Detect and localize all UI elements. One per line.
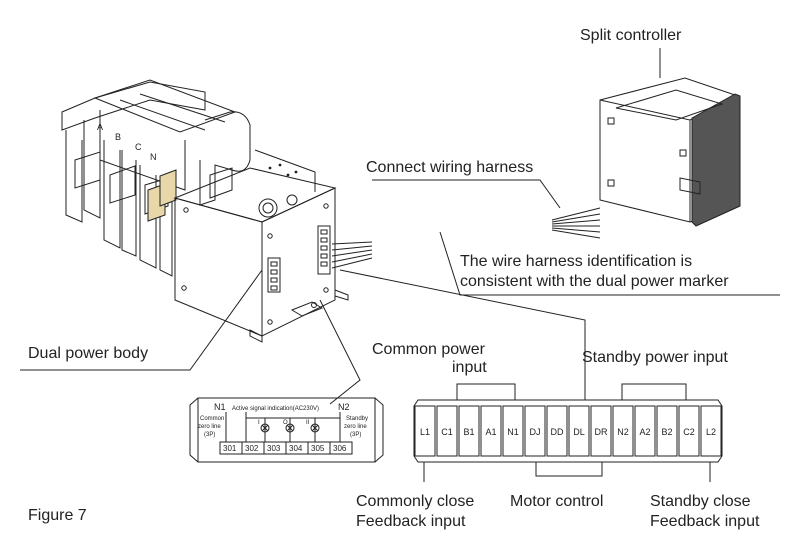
terminal-cell	[568, 405, 590, 457]
marking-b: B	[115, 132, 121, 142]
marking-n: N	[150, 152, 157, 162]
commonly-close-label-line2: Feedback input	[356, 513, 466, 530]
terminal-label-b1: B1	[463, 427, 474, 437]
terminal-label-l1: L1	[420, 427, 430, 437]
terminal-cell	[458, 405, 480, 457]
terminal-cell	[414, 405, 436, 457]
standby-close-label-line1: Standby close	[650, 493, 751, 510]
right-zero-line2: zero line	[344, 424, 367, 430]
commonly-close-label-line1: Commonly close	[356, 493, 474, 510]
terminal-cell	[700, 405, 722, 457]
right-zero-line3: (3P)	[350, 432, 361, 438]
terminal-label-n1: N1	[507, 427, 519, 437]
lamp-ii-icon	[310, 423, 320, 433]
terminal-label-l2: L2	[706, 427, 716, 437]
lamp-label-ii: II	[306, 420, 310, 426]
split-controller-label: Split controller	[580, 27, 682, 44]
terminal-306: 306	[333, 444, 347, 453]
terminal-305: 305	[311, 444, 325, 453]
terminal-cell	[524, 405, 546, 457]
split-controller	[599, 77, 741, 227]
terminal-label-dl: DL	[573, 427, 585, 437]
identification-label-line1: The wire harness identification is	[460, 253, 692, 270]
standby-close-label-line2: Feedback input	[650, 513, 760, 530]
dual-power-body-label: Dual power body	[28, 345, 148, 362]
signal-indication-panel: N1 N2 Active signal indication(AC230V) C…	[189, 397, 384, 463]
terminal-cell	[436, 405, 458, 457]
terminal-cell	[480, 405, 502, 457]
lamp-label-i: I	[258, 420, 260, 426]
terminal-cell	[678, 405, 700, 457]
terminal-cell	[546, 405, 568, 457]
figure-caption: Figure 7	[28, 507, 87, 524]
terminal-cell	[612, 405, 634, 457]
marking-a: A	[97, 122, 103, 132]
n1-label: N1	[214, 402, 226, 412]
identification-label-line2: consistent with the dual power marker	[460, 273, 729, 290]
lamp-label-o: O	[283, 420, 288, 426]
left-zero-line1: Common	[200, 416, 224, 422]
left-zero-line3: (3P)	[204, 432, 215, 438]
terminal-302: 302	[245, 444, 259, 453]
left-zero-line2: zero line	[198, 424, 221, 430]
right-zero-line1: Standby	[346, 416, 368, 422]
terminal-301: 301	[223, 444, 237, 453]
signal-panel-title: Active signal indication(AC230V)	[232, 406, 319, 412]
marking-c: C	[135, 142, 142, 152]
terminal-label-dd: DD	[551, 427, 564, 437]
terminal-label-c1: C1	[441, 427, 453, 437]
terminal-label-dr: DR	[595, 427, 608, 437]
terminal-strip: L1 C1 B1 A1 N1 DJ DD DL DR N2 A2 B2 C2 L2	[413, 383, 723, 482]
terminal-cell	[634, 405, 656, 457]
terminal-label-dj: DJ	[530, 427, 541, 437]
terminal-304: 304	[289, 444, 303, 453]
lamp-o-icon	[285, 423, 295, 433]
common-power-input-label-line2: input	[452, 359, 487, 376]
terminal-cell	[502, 405, 524, 457]
connect-wiring-harness-label: Connect wiring harness	[366, 159, 533, 176]
terminal-label-c2: C2	[683, 427, 695, 437]
dual-power-body	[61, 79, 349, 343]
motor-control-label: Motor control	[510, 493, 603, 510]
leader-lines	[20, 48, 780, 405]
terminal-label-a2: A2	[639, 427, 650, 437]
lamp-i-icon	[260, 423, 270, 433]
wiring-harness	[331, 207, 601, 269]
terminal-label-n2: N2	[617, 427, 629, 437]
terminal-label-b2: B2	[661, 427, 672, 437]
common-power-input-label-line1: Common power	[372, 341, 486, 358]
terminal-303: 303	[267, 444, 281, 453]
terminal-cell	[590, 405, 612, 457]
n2-label: N2	[338, 402, 350, 412]
terminal-cell	[656, 405, 678, 457]
standby-power-input-label: Standby power input	[582, 349, 728, 366]
terminal-label-a1: A1	[485, 427, 496, 437]
